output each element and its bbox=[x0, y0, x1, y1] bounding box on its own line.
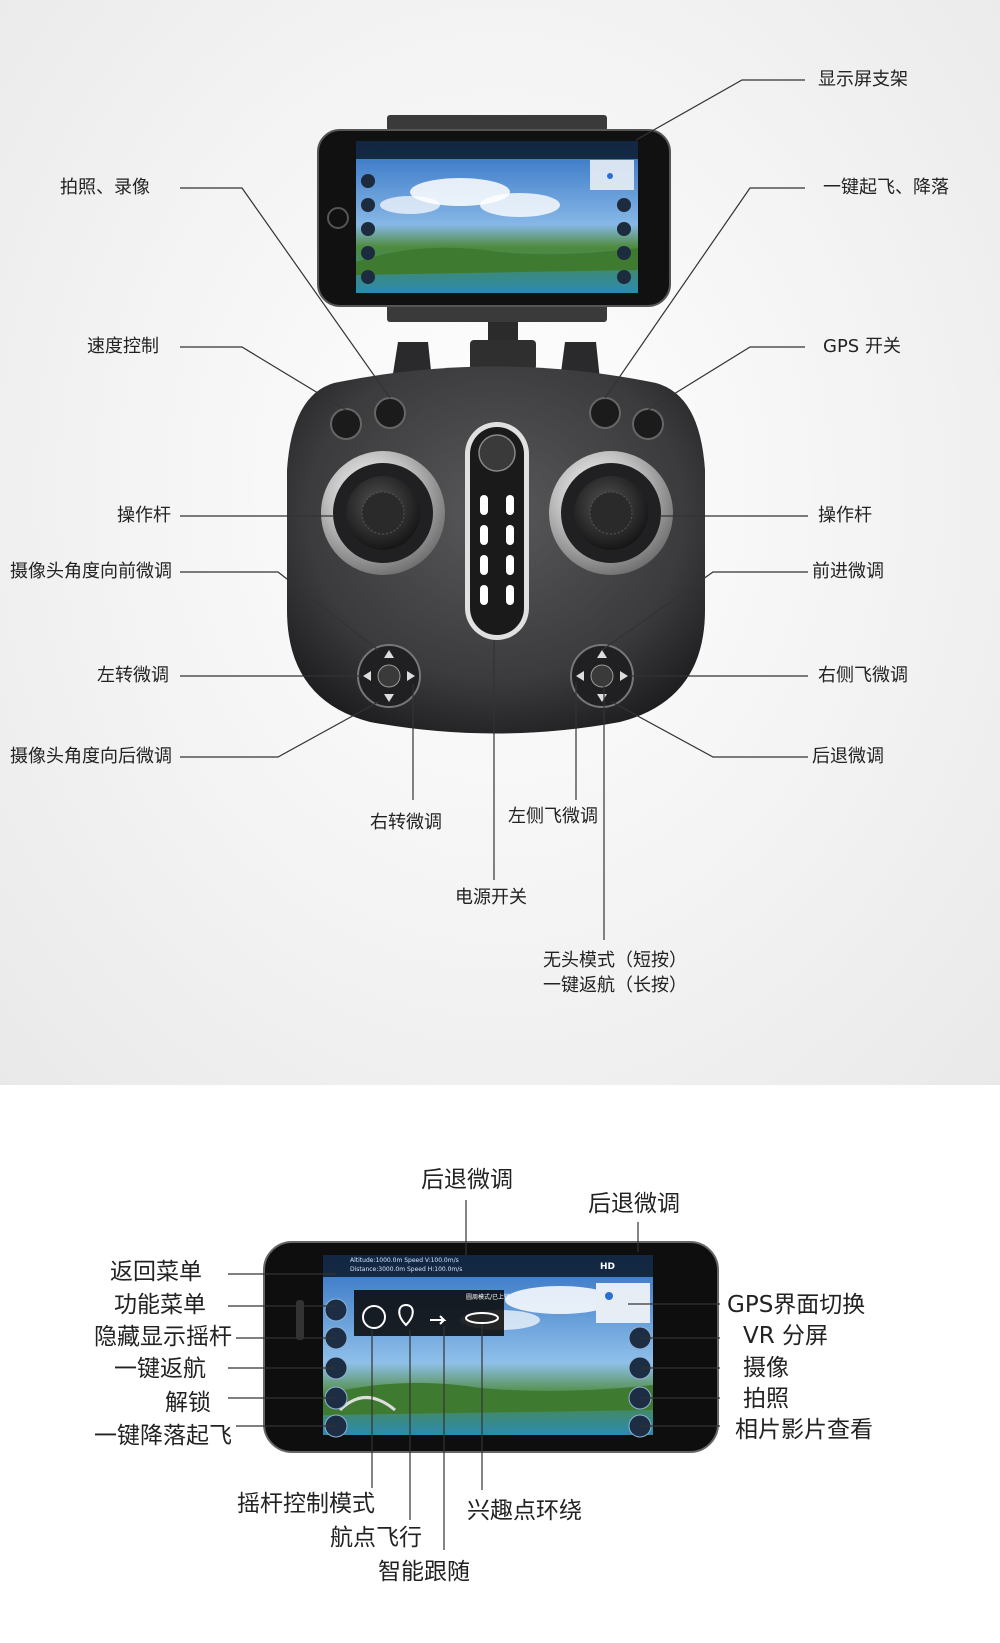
right-stick bbox=[549, 451, 673, 575]
poi-icon bbox=[465, 1312, 499, 1324]
label-smart-follow: 智能跟随 bbox=[378, 1559, 470, 1585]
controller-illustration bbox=[180, 79, 808, 940]
hud-row1: Altitude:1000.0m Speed V:100.0m/s bbox=[350, 1257, 459, 1264]
label-one-key-takeoff-land: 一键起飞、降落 bbox=[823, 177, 949, 198]
hd-badge: HD bbox=[600, 1262, 616, 1272]
speed-control-button bbox=[330, 408, 362, 440]
label-speed-control: 速度控制 bbox=[87, 336, 159, 357]
holder-base bbox=[470, 340, 536, 370]
label-display-holder: 显示屏支架 bbox=[818, 69, 908, 90]
left-stick bbox=[321, 451, 445, 575]
gps-map-thumb bbox=[596, 1283, 650, 1323]
holder-clamp-bottom bbox=[387, 304, 607, 322]
label-camera-angle-backward: 摄像头角度向后微调 bbox=[10, 746, 172, 767]
bottom-leader-lines bbox=[228, 1200, 720, 1550]
label-headless-mode: 无头模式（短按） bbox=[543, 950, 687, 971]
label-right-side-fly-trim: 右侧飞微调 bbox=[818, 665, 908, 686]
label-backward-trim-1: 后退微调 bbox=[421, 1167, 513, 1193]
label-one-key-land-takeoff: 一键降落起飞 bbox=[94, 1423, 232, 1449]
top-leader-lines bbox=[180, 79, 808, 940]
label-gps-interface-switch: GPS界面切换 bbox=[727, 1292, 866, 1318]
label-poi-orbit: 兴趣点环绕 bbox=[467, 1498, 582, 1524]
label-unlock: 解锁 bbox=[165, 1390, 211, 1416]
label-backward-trim: 后退微调 bbox=[812, 746, 884, 767]
label-stick-control-mode: 摇杆控制模式 bbox=[237, 1491, 375, 1517]
popup-title: 圆周模式/已上锁 bbox=[466, 1294, 511, 1301]
label-left-side-fly-trim: 左侧飞微调 bbox=[508, 806, 598, 827]
waypoint-icon bbox=[398, 1303, 414, 1327]
label-power-switch: 电源开关 bbox=[455, 887, 527, 908]
label-backward-trim-2: 后退微调 bbox=[588, 1191, 680, 1217]
stick-mode-icon bbox=[362, 1305, 386, 1329]
label-left-turn-trim: 左转微调 bbox=[97, 665, 169, 686]
label-gps-switch: GPS 开关 bbox=[823, 336, 901, 357]
power-strip bbox=[465, 422, 529, 640]
label-gallery: 相片影片查看 bbox=[735, 1417, 873, 1443]
label-forward-trim: 前进微调 bbox=[812, 561, 884, 582]
power-button bbox=[478, 434, 516, 472]
phone-top bbox=[317, 129, 671, 307]
label-photo: 拍照 bbox=[743, 1386, 789, 1412]
gps-switch-button bbox=[632, 408, 664, 440]
label-stick-left: 操作杆 bbox=[117, 505, 171, 526]
label-return-menu: 返回菜单 bbox=[110, 1259, 202, 1285]
function-menu-icon-bg bbox=[324, 1298, 348, 1322]
label-one-key-return: 一键返航（长按） bbox=[543, 975, 687, 996]
holder-clamp-top bbox=[387, 115, 607, 131]
hud-row2: Distance:3000.0m Speed H:100.0m/s bbox=[350, 1266, 463, 1273]
follow-icon bbox=[430, 1315, 447, 1325]
label-video: 摄像 bbox=[743, 1355, 789, 1381]
label-right-turn-trim: 右转微调 bbox=[370, 812, 442, 833]
label-camera-angle-forward: 摄像头角度向前微调 bbox=[10, 561, 172, 582]
label-photo-video: 拍照、录像 bbox=[60, 177, 150, 198]
label-one-key-return: 一键返航 bbox=[114, 1356, 206, 1382]
hud-bar bbox=[323, 1255, 653, 1277]
label-function-menu: 功能菜单 bbox=[114, 1292, 206, 1318]
label-hide-show-stick: 隐藏显示摇杆 bbox=[94, 1324, 232, 1350]
phone-home-button bbox=[327, 207, 349, 229]
label-waypoint-flight: 航点飞行 bbox=[330, 1525, 422, 1551]
label-stick-right: 操作杆 bbox=[818, 505, 872, 526]
label-vr-split: VR 分屏 bbox=[743, 1323, 829, 1349]
